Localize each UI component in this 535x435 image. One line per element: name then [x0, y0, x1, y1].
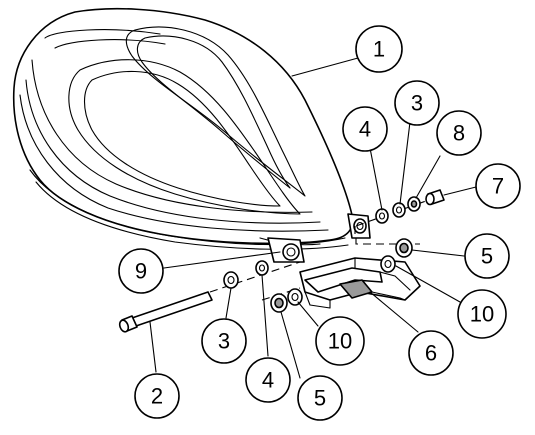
svg-text:4: 4	[359, 117, 371, 142]
frame-bracket	[299, 257, 421, 309]
svg-text:1: 1	[373, 37, 385, 62]
lock-washer-upper	[407, 196, 421, 212]
long-bolt	[118, 291, 213, 333]
svg-text:5: 5	[481, 244, 493, 269]
svg-text:2: 2	[151, 384, 163, 409]
svg-text:5: 5	[314, 386, 326, 411]
callout-3-lower: 3	[201, 318, 247, 364]
svg-text:6: 6	[425, 341, 437, 366]
callout-7: 7	[475, 163, 521, 209]
callout-4-lower: 4	[245, 357, 291, 403]
nut-lower	[270, 293, 288, 313]
callout-10-right: 10	[457, 289, 507, 339]
washer-right	[380, 255, 396, 273]
callout-10-lower: 10	[315, 316, 365, 366]
rear-mount-bracket	[267, 237, 305, 263]
callout-4-upper: 4	[342, 106, 388, 152]
svg-text:7: 7	[492, 174, 504, 199]
svg-text:3: 3	[218, 329, 230, 354]
spacer-left	[255, 260, 269, 276]
svg-text:9: 9	[135, 259, 147, 284]
callout-5-right: 5	[464, 233, 510, 279]
callout-6: 6	[408, 330, 454, 376]
seat-body	[12, 7, 354, 250]
svg-text:8: 8	[453, 121, 465, 146]
callout-8: 8	[436, 110, 482, 156]
leader-lines	[149, 57, 477, 379]
callout-3-upper: 3	[394, 80, 440, 126]
svg-text:10: 10	[470, 302, 494, 327]
callout-1: 1	[355, 25, 403, 73]
front-mount-bracket	[347, 213, 371, 239]
washer-lower	[287, 288, 303, 306]
svg-text:10: 10	[328, 329, 352, 354]
callout-2: 2	[134, 373, 180, 419]
spacer-upper	[375, 208, 389, 224]
washer-left	[223, 271, 239, 289]
svg-text:3: 3	[411, 91, 423, 116]
callout-5-lower: 5	[297, 375, 343, 421]
svg-text:4: 4	[262, 368, 274, 393]
nut-upper	[425, 189, 445, 206]
callout-9: 9	[118, 248, 164, 294]
nut-right	[395, 238, 413, 258]
washer-upper	[392, 202, 406, 218]
